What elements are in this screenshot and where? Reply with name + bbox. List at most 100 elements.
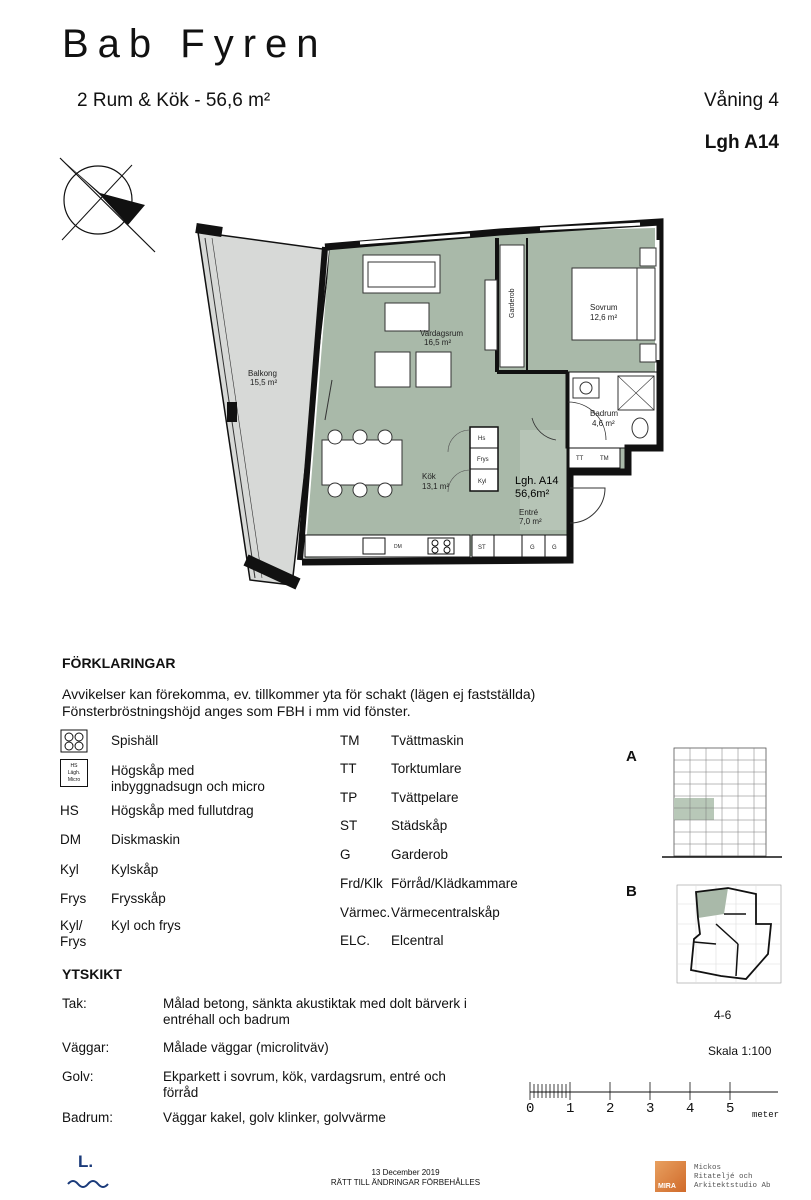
fridge-label: Kyl: [478, 479, 486, 485]
livingroom-area-label: 16,5 m²: [424, 338, 451, 347]
legend-item-hogskap-ugn: Högskåp med inbyggnadsugn och micro: [111, 763, 265, 794]
legend-item-g: Garderob: [391, 847, 449, 862]
keyplan-a-label: A: [626, 748, 637, 765]
architect-line-1: Mickos: [694, 1164, 722, 1172]
legend-item-kyl: Kylskåp: [111, 862, 159, 877]
surface-label-golv: Golv:: [62, 1069, 94, 1084]
architect-line-3: Arkitektstudio Ab: [694, 1182, 771, 1190]
kitchen-area-label: 13,1 m²: [422, 482, 449, 491]
surface-label-badrum: Badrum:: [62, 1110, 114, 1125]
developer-logo-icon: [67, 1180, 109, 1188]
scale-tick-3: 3: [646, 1101, 655, 1117]
legend-note-2: Fönsterbröstningshöjd anges som FBH i mm…: [62, 703, 411, 719]
legend-item-tm: Tvättmaskin: [391, 733, 464, 748]
legend-item-elc: Elcentral: [391, 933, 444, 948]
legend-item-spishall: Spishäll: [111, 733, 159, 748]
legend-item-st: Städskåp: [391, 818, 448, 833]
legend-item-dm: Diskmaskin: [111, 832, 181, 847]
bedroom-area-label: 12,6 m²: [590, 313, 617, 322]
tt-label: TT: [576, 456, 584, 462]
surfaces-heading: YTSKIKT: [62, 966, 122, 982]
tm-label: TM: [600, 456, 609, 462]
scale-tick-4: 4: [686, 1101, 695, 1117]
floor-label: Våning 4: [703, 90, 779, 111]
legend-note-1: Avvikelser kan förekomma, ev. tillkommer…: [62, 686, 536, 702]
architect-logo-badge: MIRA: [655, 1161, 686, 1192]
legend-item-hs: Högskåp med fullutdrag: [111, 803, 254, 818]
keyplan-b-label: B: [626, 883, 637, 900]
legend-code-elc: ELC.: [340, 933, 371, 948]
floor-keyplan-diagram: [676, 884, 782, 984]
legend-item-varmec: Värmecentralskåp: [391, 905, 500, 920]
oven-icon-line-3: Micro: [67, 777, 81, 783]
apartment-plan-area: 56,6m²: [515, 488, 550, 500]
livingroom-label: Vardagsrum: [420, 329, 463, 338]
architect-name: Mickos Ritateljé och Arkitektstudio Ab: [694, 1164, 771, 1191]
legend-code-st: ST: [340, 818, 358, 833]
g2-label: G: [552, 545, 557, 551]
legend-code-kylfrys: Kyl/ Frys: [60, 918, 87, 949]
dm-label: DM: [394, 544, 402, 550]
hs-label: Hs: [478, 436, 485, 442]
legend-item-tp: Tvättpelare: [391, 790, 459, 805]
surface-label-vaggar: Väggar:: [62, 1040, 110, 1055]
developer-logo-text: L.: [78, 1152, 94, 1171]
bathroom-label: Badrum: [590, 409, 618, 418]
surface-text-tak: Målad betong, sänkta akustiktak med dolt…: [163, 996, 467, 1027]
legend-notes: Avvikelser kan förekomma, ev. tillkommer…: [62, 686, 535, 720]
entry-label: Entré: [519, 508, 539, 517]
legend-code-dm: DM: [60, 832, 81, 847]
surface-text-badrum: Väggar kakel, golv klinker, golvvärme: [163, 1110, 386, 1125]
legend-code-kyl: Kyl: [60, 862, 79, 877]
legend-code-frdklk: Frd/Klk: [340, 876, 383, 891]
scale-label: Skala 1:100: [708, 1044, 772, 1058]
oven-icon-line-1: HS: [70, 763, 78, 769]
bathroom-area-label: 4,6 m²: [592, 419, 615, 428]
scale-tick-1: 1: [566, 1101, 575, 1117]
building-elevation-diagram: [662, 747, 782, 858]
architect-logo-badge-text: MIRA: [658, 1183, 676, 1190]
surface-text-vaggar: Målade väggar (microlitväv): [163, 1040, 329, 1055]
legend-item-kylfrys: Kyl och frys: [111, 918, 181, 933]
balcony-label: Balkong: [248, 369, 277, 378]
legend-item-frys: Frysskåp: [111, 891, 166, 906]
legend-code-tt: TT: [340, 761, 357, 776]
wardrobe-label: Garderob: [509, 288, 516, 318]
legend-code-frys: Frys: [60, 891, 87, 906]
g1-label: G: [530, 545, 535, 551]
scale-bar: [529, 1082, 778, 1100]
legend-code-tp: TP: [340, 790, 358, 805]
balcony-area-label: 15,5 m²: [250, 378, 277, 387]
oven-icon-line-2: Lägh.: [67, 770, 81, 776]
legend-code-hs: HS: [60, 803, 79, 818]
footer-disclaimer: RÄTT TILL ÄNDRINGAR FÖRBEHÅLLES: [330, 1178, 481, 1187]
cooktop-icon: [60, 729, 88, 753]
legend-code-varmec: Värmec.: [340, 905, 391, 920]
architect-line-2: Ritateljé och: [694, 1173, 753, 1181]
footer-date: 13 December 2019: [371, 1168, 440, 1177]
keyplan-floors: 4-6: [714, 1008, 732, 1022]
floor-plan: Balkong 15,5 m² Vardagsrum 16,5 m² Sovru…: [59, 157, 664, 590]
scale-tick-5: 5: [726, 1101, 735, 1117]
entry-area-label: 7,0 m²: [519, 517, 542, 526]
scale-tick-2: 2: [606, 1101, 615, 1117]
kitchen-label: Kök: [422, 472, 437, 481]
apartment-number: Lgh A14: [704, 132, 779, 153]
freezer-label: Frys: [477, 457, 489, 463]
surface-label-tak: Tak:: [62, 996, 87, 1011]
scale-tick-0: 0: [526, 1101, 535, 1117]
scale-unit: meter: [752, 1110, 780, 1120]
surface-text-golv: Ekparkett i sovrum, kök, vardagsrum, ent…: [163, 1069, 446, 1100]
legend-item-frdklk: Förråd/Klädkammare: [391, 876, 518, 891]
legend-item-tt: Torktumlare: [391, 761, 462, 776]
footer-info: 13 December 2019 RÄTT TILL ÄNDRINGAR FÖR…: [0, 1168, 811, 1188]
st-label: ST: [478, 545, 486, 551]
legend-code-tm: TM: [340, 733, 360, 748]
apartment-type: 2 Rum & Kök - 56,6 m²: [77, 90, 271, 111]
apartment-plan-label: Lgh. A14: [515, 475, 558, 487]
legend-code-g: G: [340, 847, 351, 862]
bedroom-label: Sovrum: [590, 303, 618, 312]
tall-oven-cabinet-icon: HS Lägh. Micro: [60, 759, 88, 787]
north-arrow-icon: [59, 157, 156, 253]
legend-heading: FÖRKLARINGAR: [62, 655, 176, 671]
